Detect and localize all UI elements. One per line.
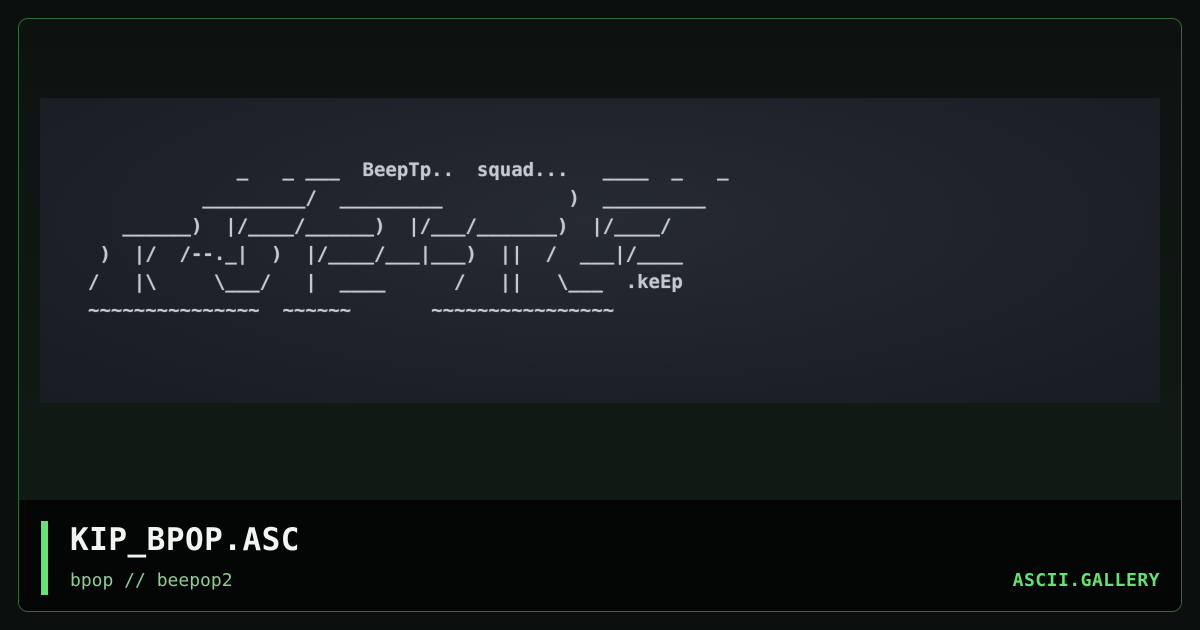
ascii-art: _ _ ___ BeepTp.. squad... ____ _ _ _____…	[88, 159, 729, 321]
info-footer: KIP_BPOP.ASC bpop // beepop2 ASCII.GALLE…	[19, 500, 1181, 611]
ascii-art-panel: _ _ ___ BeepTp.. squad... ____ _ _ _____…	[40, 98, 1160, 403]
file-title: KIP_BPOP.ASC	[70, 522, 300, 558]
card-frame: _ _ ___ BeepTp.. squad... ____ _ _ _____…	[18, 18, 1182, 612]
file-subtitle: bpop // beepop2	[70, 570, 233, 591]
site-brand-link[interactable]: ASCII.GALLERY	[1012, 570, 1160, 591]
accent-bar	[41, 521, 48, 595]
